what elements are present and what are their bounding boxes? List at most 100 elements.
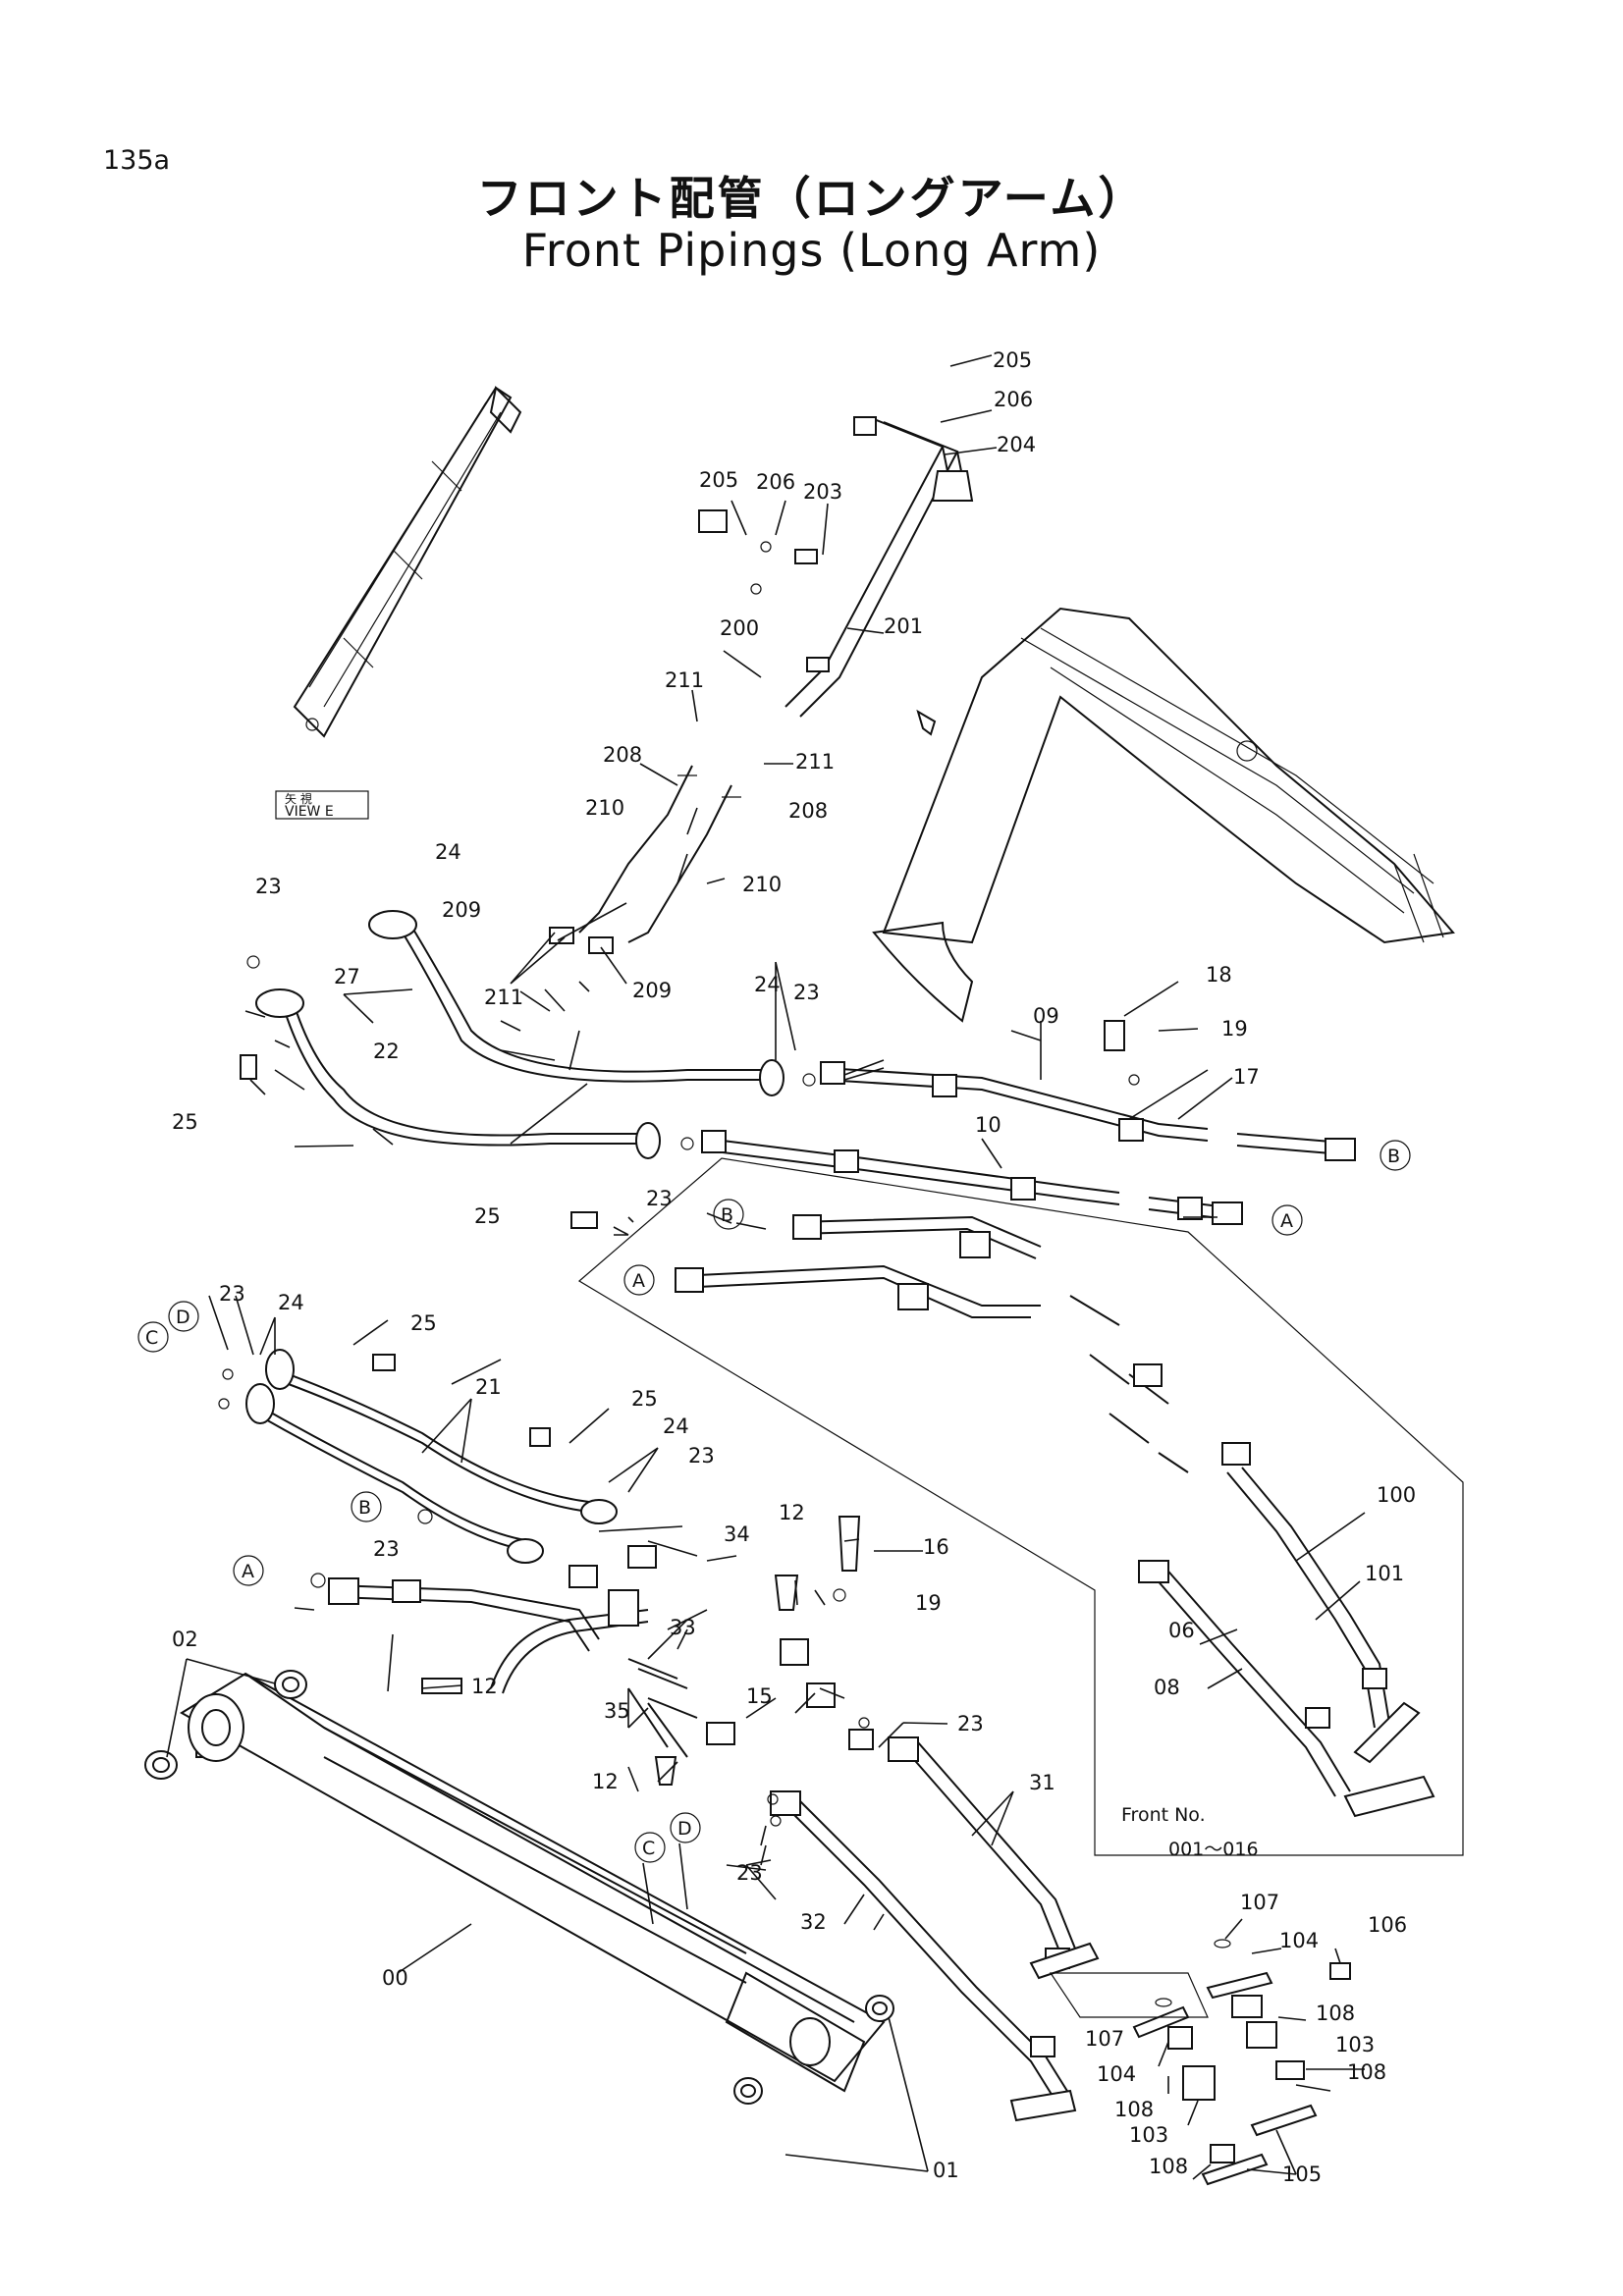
- front-detail-group: Front No. 001～016: [577, 1157, 1464, 1860]
- ref-letter-A: A: [632, 1270, 645, 1292]
- callout-10: 10: [975, 1113, 1001, 1137]
- callout-108: 108: [1149, 2155, 1188, 2178]
- callout-24: 24: [278, 1291, 304, 1314]
- pipe-group-09-10: [701, 1020, 1356, 1225]
- callout-01: 01: [933, 2159, 959, 2182]
- callout-108: 108: [1316, 2002, 1355, 2025]
- svg-text:矢 視: 矢 視: [285, 791, 312, 806]
- callout-101: 101: [1365, 1562, 1404, 1585]
- callout-12: 12: [471, 1675, 498, 1698]
- ref-letter-C: C: [642, 1838, 655, 1859]
- callout-23: 23: [219, 1282, 245, 1306]
- ref-letter-B: B: [721, 1204, 733, 1226]
- front-no-range: 001～016: [1168, 1839, 1259, 1860]
- callout-103: 103: [1335, 2033, 1375, 2056]
- leader-lines: [166, 354, 1366, 2180]
- callout-32: 32: [800, 1910, 827, 1934]
- callout-206: 206: [756, 470, 795, 494]
- callout-25: 25: [631, 1387, 658, 1411]
- svg-text:VIEW E: VIEW E: [285, 804, 334, 820]
- callout-23: 23: [373, 1537, 400, 1561]
- callout-204: 204: [997, 433, 1036, 456]
- reference-letters: B A B A C D B A C D: [137, 1140, 1411, 1925]
- callout-09: 09: [1033, 1004, 1059, 1028]
- callout-19: 19: [1221, 1017, 1248, 1041]
- callout-105: 105: [1282, 2163, 1322, 2186]
- callout-12: 12: [592, 1770, 619, 1793]
- callout-23: 23: [736, 1861, 763, 1885]
- callout-107: 107: [1085, 2027, 1124, 2051]
- callout-24: 24: [663, 1415, 689, 1438]
- callout-210: 210: [585, 796, 624, 820]
- callout-02: 02: [172, 1628, 198, 1651]
- lower-left-hose-group: [218, 1349, 618, 1588]
- callout-205: 205: [993, 348, 1032, 372]
- callout-25: 25: [474, 1204, 501, 1228]
- callout-25: 25: [172, 1110, 198, 1134]
- callout-108: 108: [1114, 2098, 1154, 2121]
- title-japanese: フロント配管（ロングアーム）: [476, 172, 1147, 225]
- callout-21: 21: [475, 1375, 502, 1399]
- callout-108: 108: [1347, 2060, 1386, 2084]
- callout-23: 23: [688, 1444, 715, 1468]
- lower-pipe-group: [328, 1516, 1100, 2122]
- callout-12: 12: [779, 1501, 805, 1524]
- ref-letter-D: D: [677, 1818, 692, 1840]
- callout-104: 104: [1279, 1929, 1319, 1952]
- front-no-label: Front No.: [1121, 1804, 1206, 1826]
- callout-23: 23: [646, 1187, 673, 1210]
- callout-209: 209: [442, 898, 481, 922]
- callout-27: 27: [334, 965, 360, 988]
- callout-100: 100: [1377, 1483, 1416, 1507]
- callout-18: 18: [1206, 963, 1232, 987]
- callout-08: 08: [1154, 1676, 1180, 1699]
- callout-23: 23: [793, 981, 820, 1004]
- callout-211: 211: [795, 750, 835, 774]
- callout-24: 24: [754, 973, 781, 996]
- callout-208: 208: [603, 743, 642, 767]
- callout-106: 106: [1368, 1913, 1407, 1937]
- title-english: Front Pipings (Long Arm): [521, 224, 1102, 277]
- ref-letter-D: D: [176, 1307, 190, 1328]
- middle-hose-group: [240, 910, 816, 1229]
- arm-cylinder: [144, 1589, 894, 2105]
- callout-201: 201: [884, 614, 923, 638]
- callout-19: 19: [915, 1591, 942, 1615]
- callout-211: 211: [484, 986, 523, 1009]
- callout-209: 209: [632, 979, 672, 1002]
- callout-211: 211: [665, 668, 704, 692]
- callout-104: 104: [1097, 2062, 1136, 2086]
- ref-letter-A: A: [1280, 1210, 1293, 1232]
- callout-22: 22: [373, 1040, 400, 1063]
- callout-17: 17: [1233, 1065, 1260, 1089]
- callout-33: 33: [670, 1616, 696, 1639]
- callout-210: 210: [742, 873, 782, 896]
- callout-35: 35: [604, 1699, 630, 1723]
- callout-203: 203: [803, 480, 842, 504]
- callout-06: 06: [1168, 1619, 1195, 1642]
- callout-23: 23: [255, 875, 282, 898]
- page-number: 135a: [103, 145, 171, 176]
- boom-drawing: [293, 385, 522, 738]
- callout-107: 107: [1240, 1891, 1279, 1914]
- ref-letter-C: C: [145, 1327, 158, 1349]
- ref-letter-A: A: [242, 1561, 254, 1582]
- callout-16: 16: [923, 1535, 949, 1559]
- view-e-label: 矢 視 VIEW E: [275, 790, 369, 820]
- callout-labels: 205 206 204 205 206 203 200 201 211 211 …: [172, 348, 1416, 2186]
- ref-letter-B: B: [1387, 1146, 1400, 1167]
- arm-drawing: [872, 607, 1455, 1023]
- callout-24: 24: [435, 840, 461, 864]
- callout-205: 205: [699, 468, 738, 492]
- callout-206: 206: [994, 388, 1033, 411]
- callout-00: 00: [382, 1966, 408, 1990]
- callout-15: 15: [746, 1684, 773, 1708]
- callout-25: 25: [410, 1311, 437, 1335]
- ref-letter-B: B: [358, 1497, 371, 1519]
- callout-103: 103: [1129, 2123, 1168, 2147]
- callout-200: 200: [720, 616, 759, 640]
- callout-23: 23: [957, 1712, 984, 1735]
- upper-hose-group: [549, 416, 974, 954]
- callout-31: 31: [1029, 1771, 1055, 1794]
